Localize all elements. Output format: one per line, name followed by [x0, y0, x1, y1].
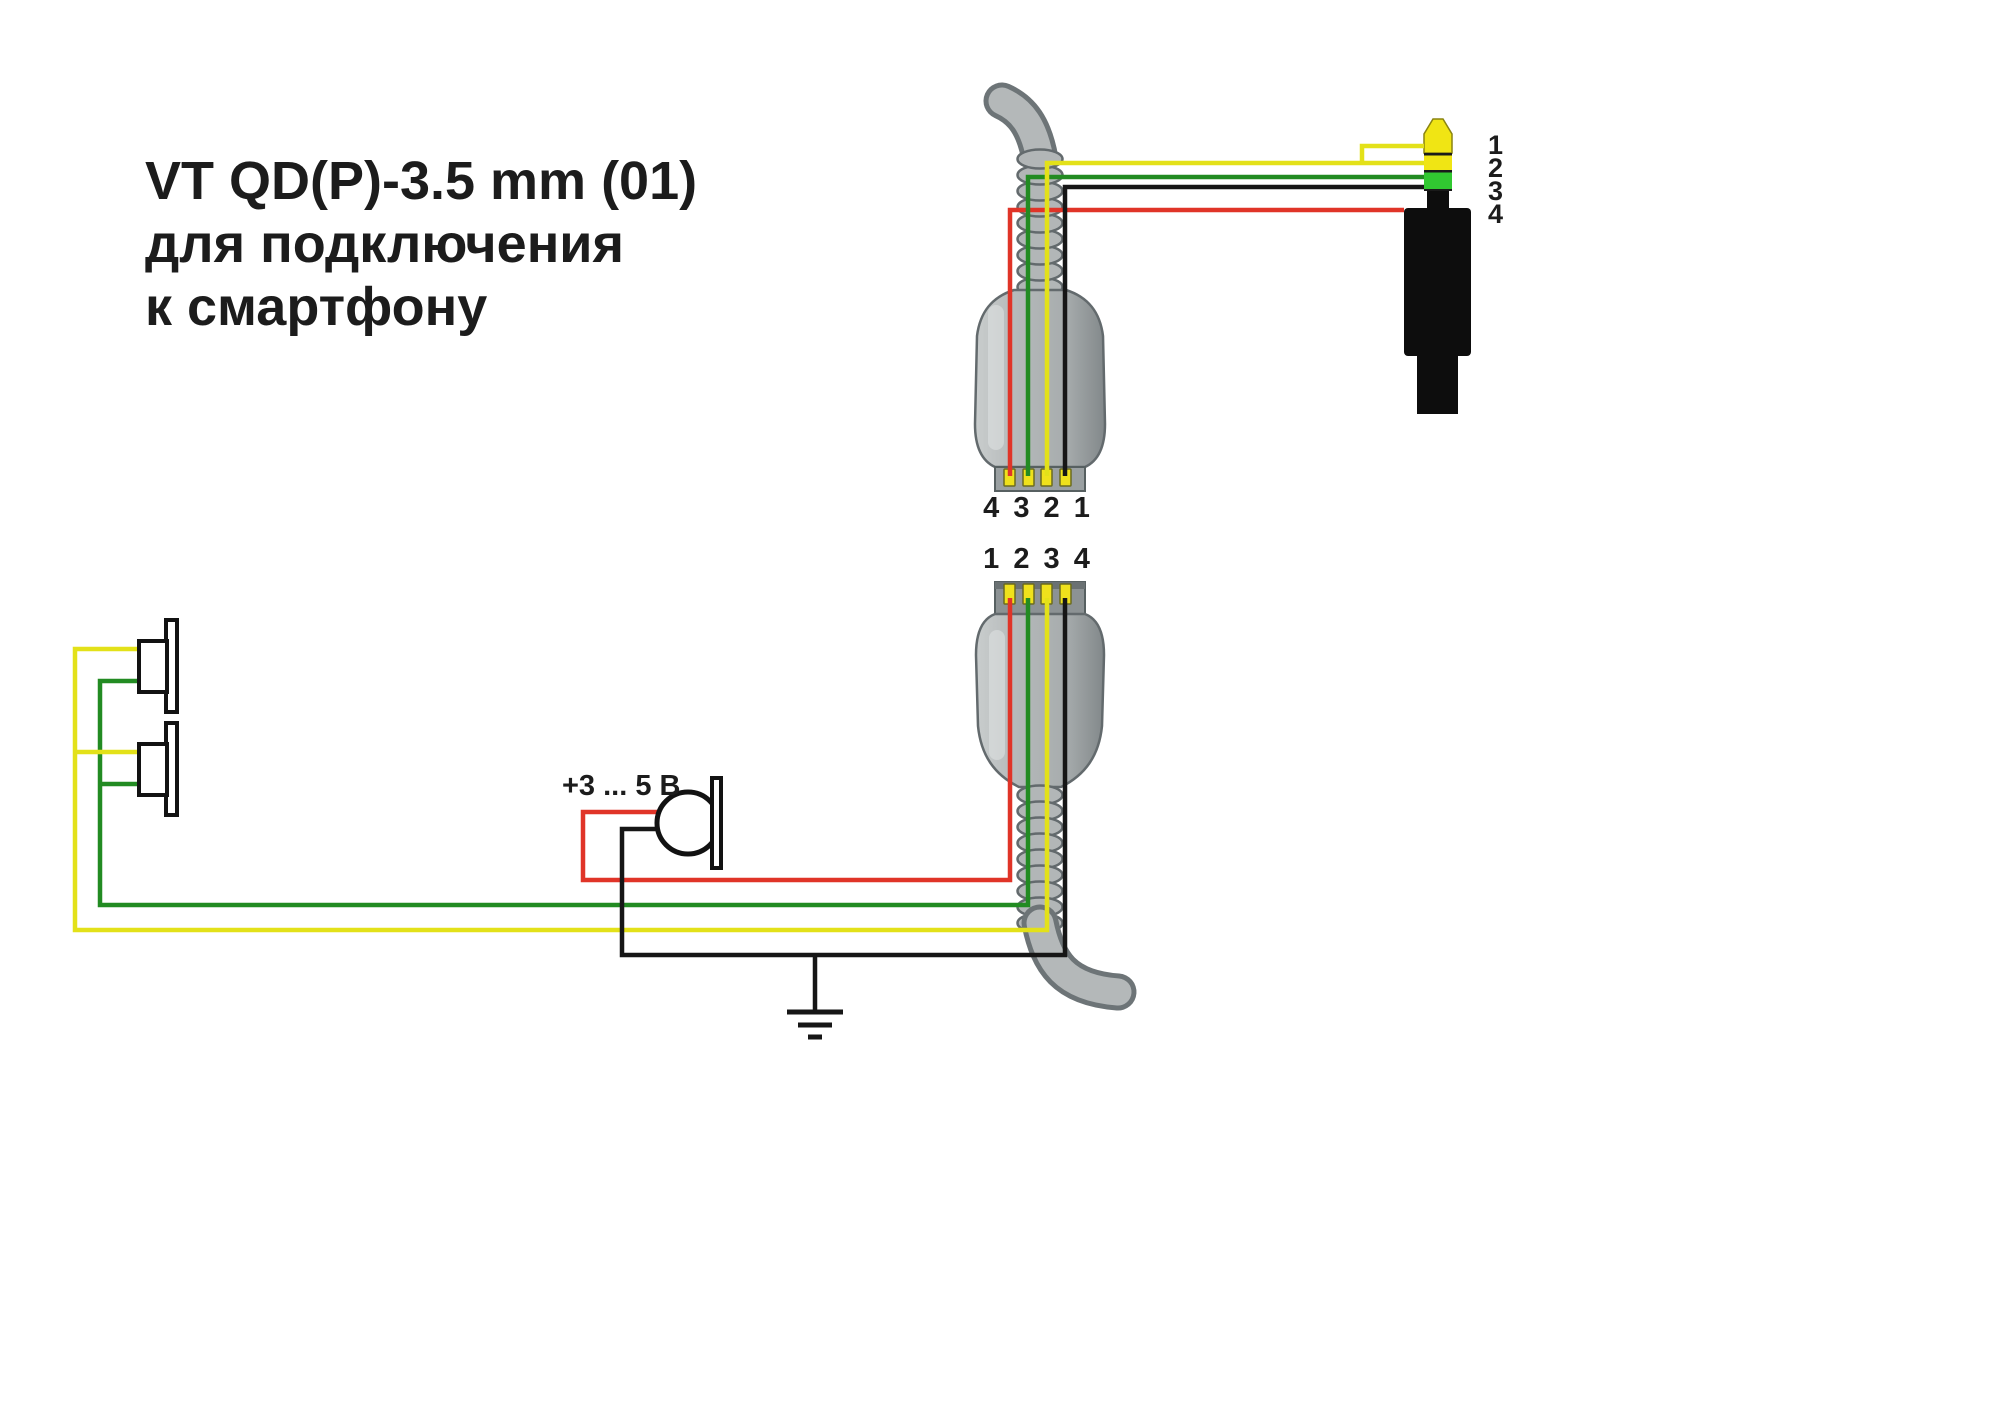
trrs-plug — [1404, 118, 1471, 414]
wire-yellow-top — [1044, 143, 1424, 476]
plug-sleeve-end — [1417, 356, 1458, 414]
wire-green-bottom — [97, 598, 1031, 908]
bottom-qd-interface-edge — [995, 582, 1085, 589]
top-qd-body-highlight — [988, 305, 1004, 450]
wire-red-bottom — [580, 598, 1013, 883]
top-connector-pin-numbers: 4 3 2 1 — [983, 492, 1093, 524]
plug-pin-number-3: 3 — [1488, 176, 1504, 206]
plug-separator — [1424, 189, 1452, 191]
speaker-magnet — [137, 742, 169, 797]
bottom-connector-pin-numbers: 1 2 3 4 — [983, 543, 1093, 575]
plug-tip — [1423, 118, 1453, 154]
wire-green-top — [1025, 174, 1424, 476]
speaker-top — [137, 618, 179, 714]
top-qd-connector — [973, 82, 1107, 492]
top-cable-ribs — [1016, 148, 1064, 298]
wire-black-bottom — [619, 598, 1068, 1012]
mic-voltage-label: +3 ... 5 В — [562, 770, 681, 802]
plug-pin-number-2: 2 — [1488, 153, 1504, 183]
bottom-cable — [1021, 904, 1137, 1011]
microphone — [654, 776, 723, 870]
plug-ring2-band — [1424, 172, 1452, 189]
wire-black-top — [1062, 184, 1424, 476]
ground-symbol — [787, 1009, 843, 1040]
title-line-1: VT QD(P)-3.5 mm (01) — [145, 151, 698, 211]
plug-separator — [1424, 170, 1452, 173]
bottom-qd-body-highlight — [989, 630, 1005, 760]
microphone-diaphragm — [710, 776, 723, 870]
plug-ring1-band — [1424, 155, 1452, 170]
plug-pin-number-4: 4 — [1488, 199, 1504, 229]
speaker-bottom — [137, 721, 179, 817]
title-line-3: к смартфону — [145, 277, 488, 337]
diagram-title: VT QD(P)-3.5 mm (01) для подключения к с… — [145, 150, 697, 339]
plug-neck — [1427, 191, 1449, 208]
wire-red-top — [1007, 207, 1404, 476]
speaker-magnet — [137, 639, 169, 694]
plug-separator — [1424, 153, 1452, 156]
plug-sleeve-body — [1404, 208, 1471, 356]
plug-pin-number-1: 1 — [1488, 130, 1504, 160]
title-line-2: для подключения — [145, 214, 625, 274]
